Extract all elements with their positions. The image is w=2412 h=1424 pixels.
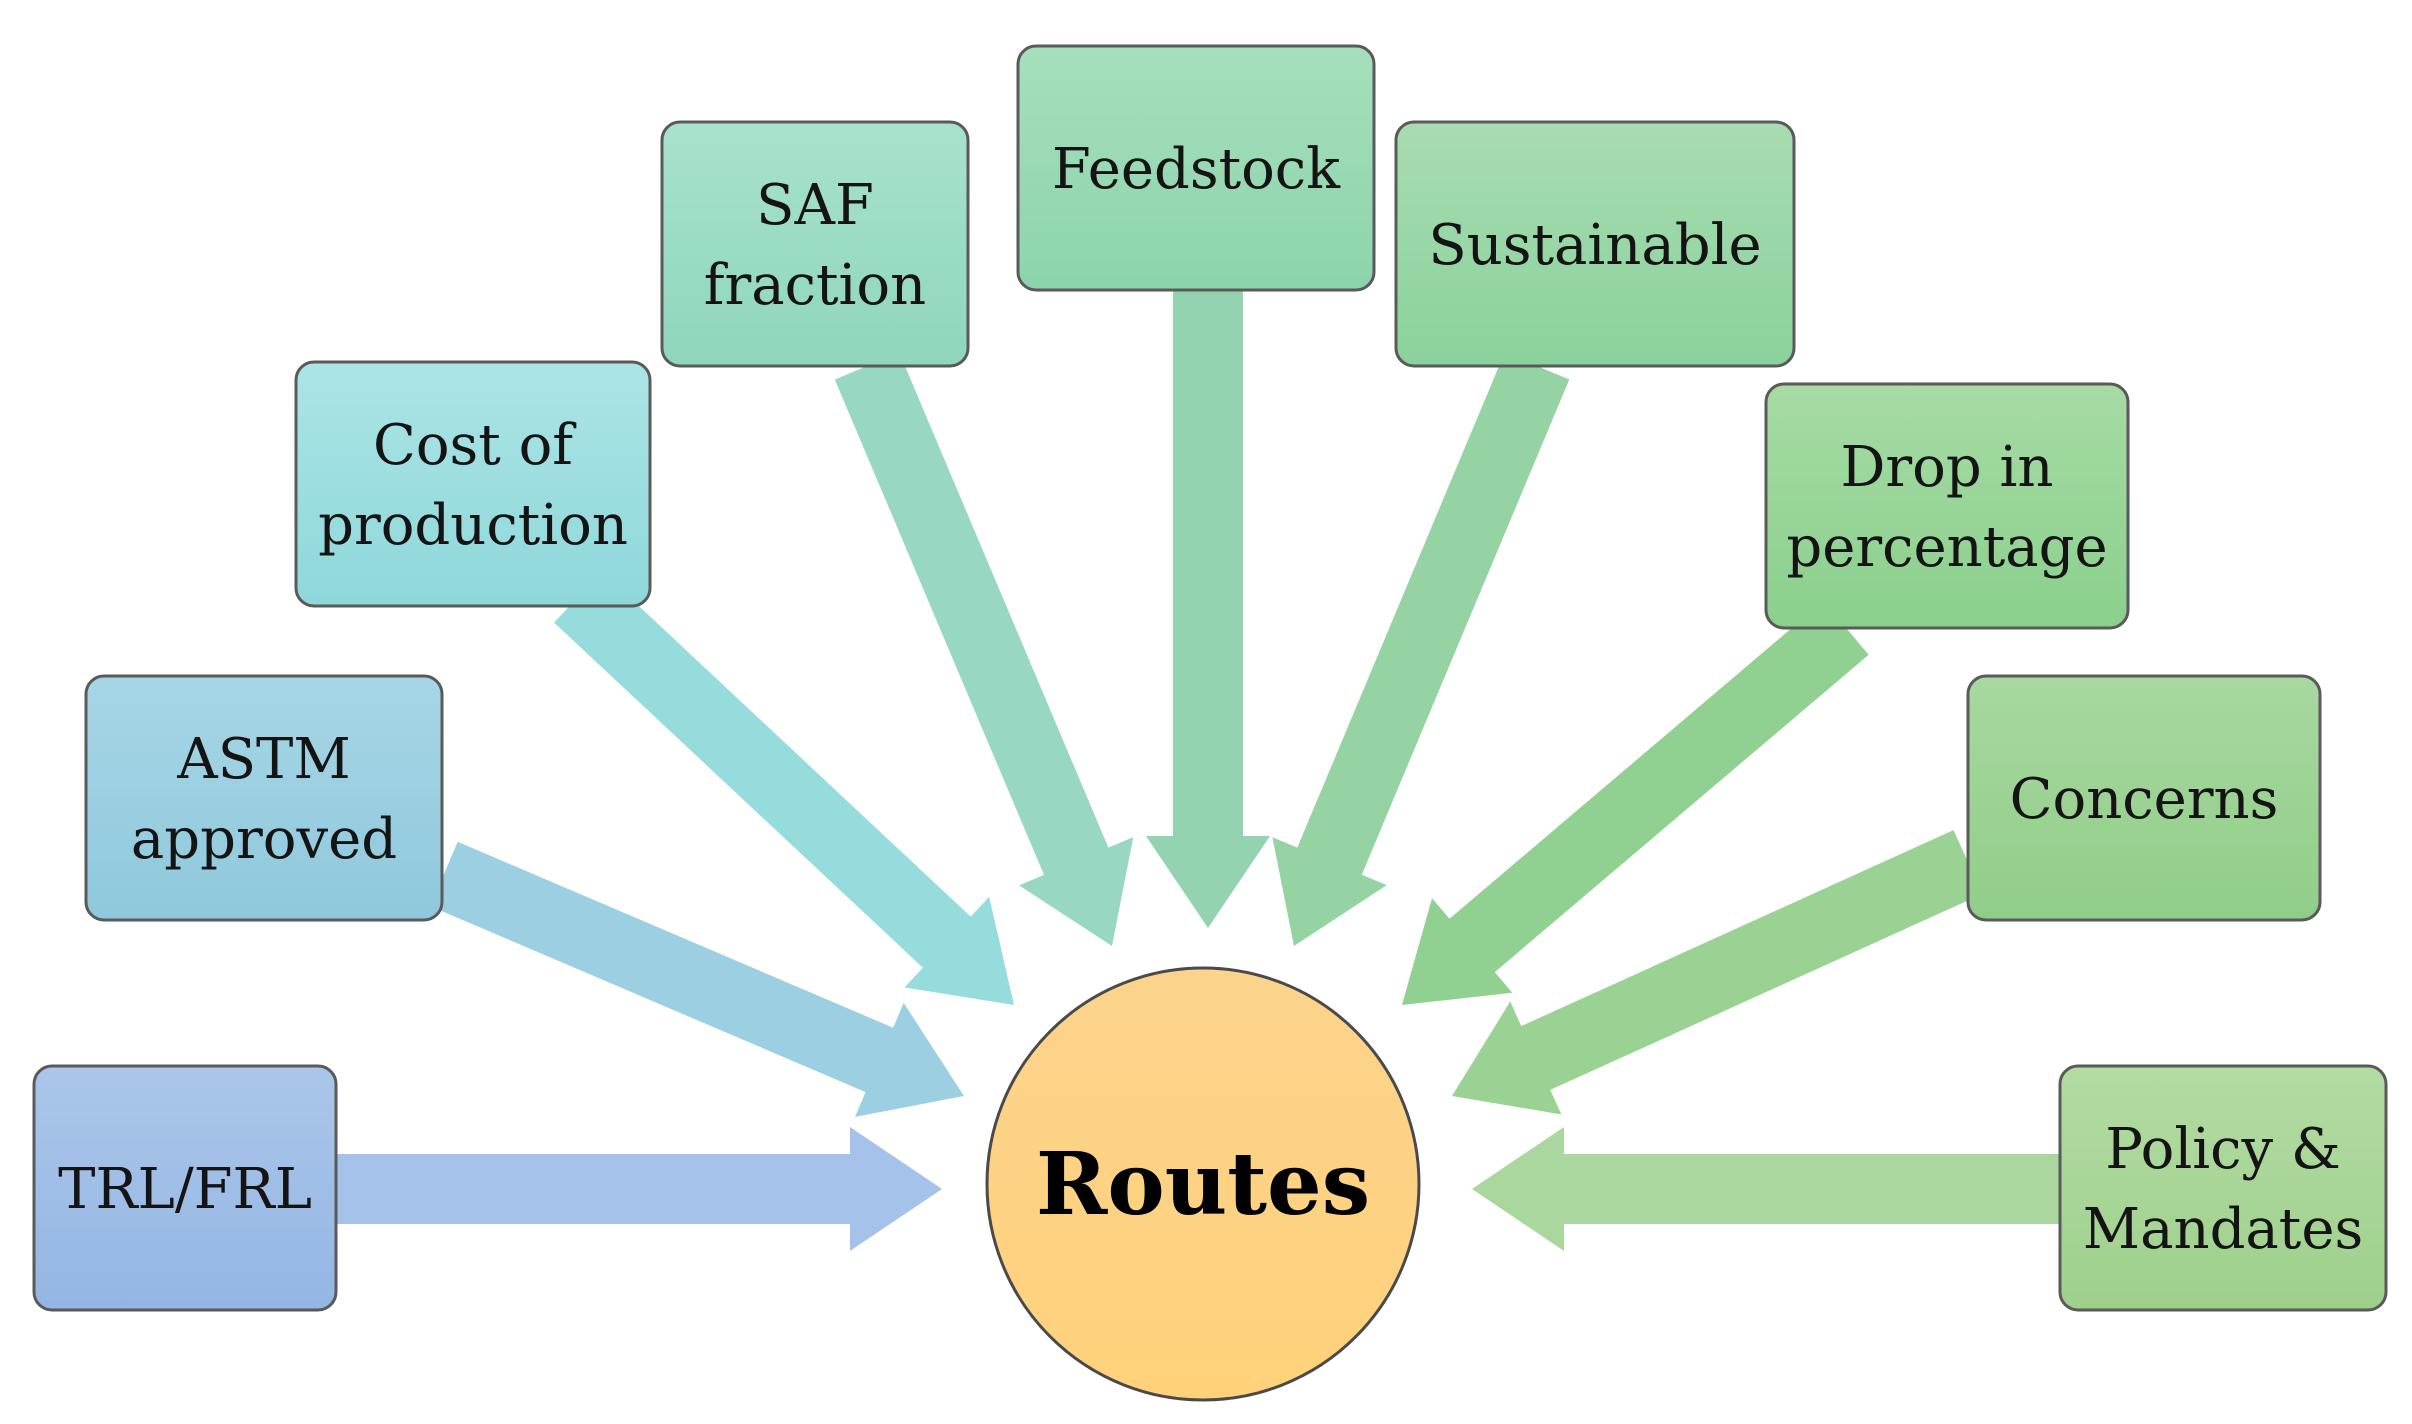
node-label-policy-mandates-2: Mandates bbox=[2083, 1197, 2363, 1262]
node-label-astm-approved-1: ASTM bbox=[176, 727, 351, 792]
node-concerns: Concerns bbox=[1966, 674, 2322, 922]
arrow-cost-of-production bbox=[554, 571, 1014, 1005]
node-label-saf-fraction-2: fraction bbox=[704, 253, 926, 318]
node-box-saf-fraction bbox=[660, 120, 970, 368]
arrow-policy-mandates bbox=[1472, 1127, 2060, 1251]
node-box-sustainable bbox=[1394, 120, 1796, 368]
node-drop-in-percentage: Drop in percentage bbox=[1764, 382, 2130, 630]
node-feedstock: Feedstock bbox=[1016, 44, 1376, 292]
node-label-sustainable-1: Sustainable bbox=[1428, 213, 1761, 278]
node-label-astm-approved-2: approved bbox=[131, 807, 397, 872]
node-box-policy-mandates bbox=[2058, 1064, 2388, 1312]
arrows-layer bbox=[334, 290, 2060, 1251]
node-trl-frl: TRL/FRL bbox=[32, 1064, 338, 1312]
node-box-concerns bbox=[1966, 674, 2322, 922]
center-label: Routes bbox=[1036, 1134, 1370, 1235]
arrow-concerns bbox=[1452, 830, 1983, 1115]
nodes-layer: TRL/FRL ASTM approved Cost of production SAF f… bbox=[32, 44, 2388, 1312]
arrow-astm-approved bbox=[430, 841, 964, 1117]
arrow-drop-in-percentage bbox=[1402, 601, 1869, 1005]
node-label-cost-of-production-1: Cost of bbox=[373, 413, 577, 478]
node-label-concerns-1: Concerns bbox=[2010, 767, 2279, 832]
node-label-drop-in-percentage-2: percentage bbox=[1786, 515, 2107, 580]
node-label-trl-frl-1: TRL/FRL bbox=[58, 1157, 312, 1222]
node-label-policy-mandates-1: Policy & bbox=[2105, 1117, 2341, 1182]
arrow-feedstock bbox=[1146, 290, 1270, 928]
node-label-cost-of-production-2: production bbox=[318, 493, 628, 558]
node-cost-of-production: Cost of production bbox=[294, 360, 652, 608]
arrow-trl-frl bbox=[334, 1127, 942, 1251]
node-box-trl-frl bbox=[32, 1064, 338, 1312]
node-policy-mandates: Policy & Mandates bbox=[2058, 1064, 2388, 1312]
node-box-drop-in-percentage bbox=[1764, 382, 2130, 630]
arrow-sustainable bbox=[1272, 352, 1570, 946]
node-saf-fraction: SAF fraction bbox=[660, 120, 970, 368]
node-label-feedstock-1: Feedstock bbox=[1052, 137, 1341, 202]
node-box-cost-of-production bbox=[294, 360, 652, 608]
center-circle bbox=[985, 966, 1421, 1402]
node-box-feedstock bbox=[1016, 44, 1376, 292]
arrow-saf-fraction bbox=[834, 352, 1134, 946]
node-sustainable: Sustainable bbox=[1394, 120, 1796, 368]
node-astm-approved: ASTM approved bbox=[84, 674, 444, 922]
node-label-drop-in-percentage-1: Drop in bbox=[1840, 435, 2053, 500]
node-label-saf-fraction-1: SAF bbox=[756, 173, 874, 238]
center-node: Routes bbox=[985, 966, 1421, 1402]
node-box-astm-approved bbox=[84, 674, 444, 922]
